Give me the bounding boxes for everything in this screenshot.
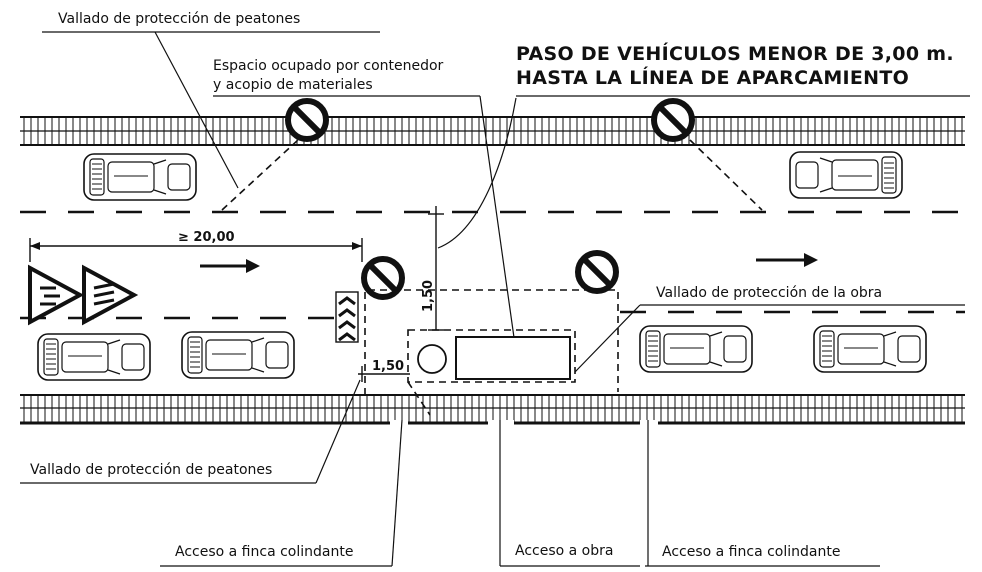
container-space-label-line2: y acopio de materiales (213, 77, 373, 93)
dimension-150-vertical-label: 1,50 (421, 280, 436, 312)
parked-car-icon (639, 325, 753, 373)
access-work-label: Acceso a obra (515, 543, 613, 559)
parked-car-icon (813, 325, 927, 373)
parked-car-icon (181, 331, 295, 379)
parked-car-icon (37, 333, 151, 381)
parked-car-icon (789, 151, 903, 199)
fence-top-leader (154, 31, 239, 189)
title-leader (437, 97, 517, 249)
top-sidewalk (20, 116, 965, 146)
work-fence-label: Vallado de protección de la obra (656, 285, 882, 301)
work-zone-outer-fence (364, 289, 619, 395)
top-fence-left (221, 139, 299, 211)
dimension-20m-label: ≥ 20,00 (178, 230, 235, 245)
fence-bottom-label: Vallado de protección de peatones (30, 462, 272, 478)
no-parking-sign-icon (654, 101, 692, 139)
dimension-150-vertical: 1,50 (421, 206, 444, 331)
no-parking-sign-icon (578, 253, 616, 291)
work-fence-leader (574, 304, 641, 373)
fence-top-label: Vallado de protección de peatones (58, 11, 300, 27)
bin-circle (417, 344, 447, 374)
title-line2: HASTA LA LÍNEA DE APARCAMIENTO (516, 66, 909, 89)
warning-triangle-sign-icon (82, 264, 139, 326)
access-left-label: Acceso a finca colindante (175, 544, 353, 560)
traffic-direction-arrow-icon (200, 259, 260, 273)
no-parking-sign-icon (364, 259, 402, 297)
parked-car-icon (83, 153, 197, 201)
no-parking-sign-icon (288, 101, 326, 139)
dimension-20m: ≥ 20,00 (29, 230, 363, 262)
chevron-beacon-icon (335, 291, 359, 343)
traffic-direction-arrow-icon (756, 253, 818, 267)
top-fence-right (689, 139, 763, 211)
container-rectangle (455, 336, 571, 380)
dimension-150-horizontal-label: 1,50 (372, 359, 404, 374)
bottom-sidewalk (20, 394, 965, 425)
dimension-150-horizontal: 1,50 (358, 359, 410, 382)
container-space-label-line1: Espacio ocupado por contenedor (213, 58, 444, 74)
warning-triangle-sign-icon (28, 264, 85, 326)
fence-bottom-leader (315, 379, 361, 484)
title-line1: PASO DE VEHÍCULOS MENOR DE 3,00 m. (516, 42, 954, 65)
access-left-leader (391, 419, 403, 567)
work-zone-inner-fence (407, 329, 576, 383)
access-right-label: Acceso a finca colindante (662, 544, 840, 560)
